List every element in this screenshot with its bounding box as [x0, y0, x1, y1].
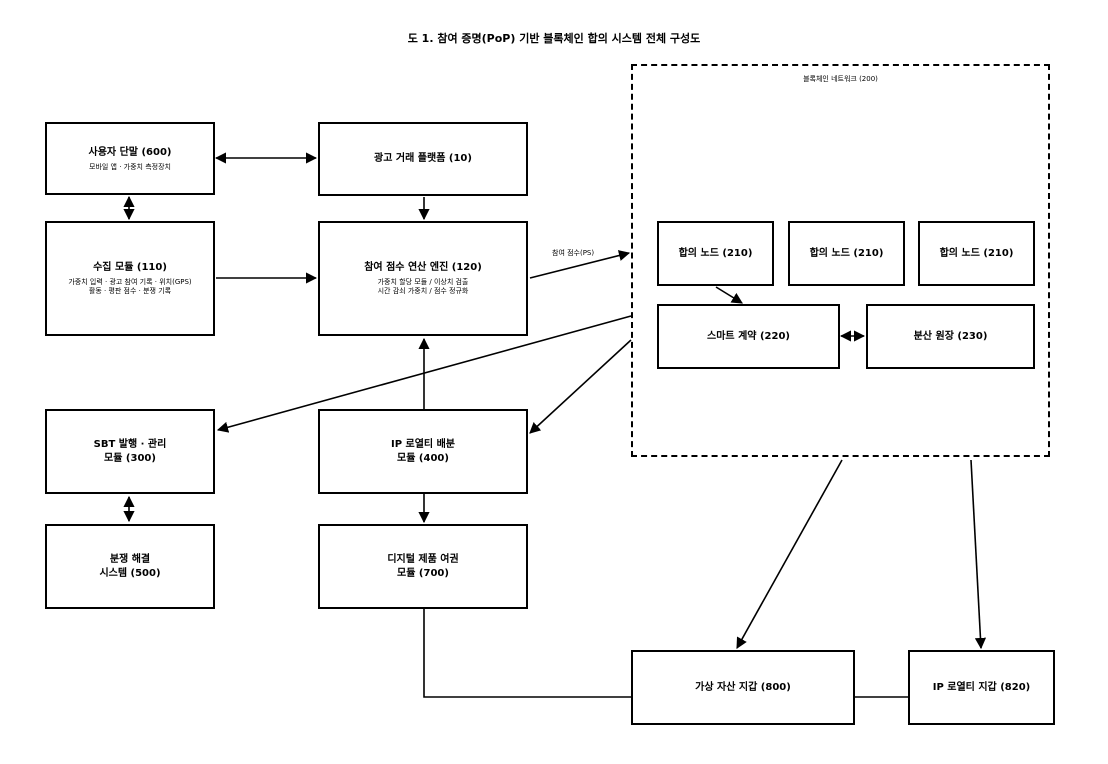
participation-score-label: 참여 점수(PS): [552, 248, 594, 258]
distributed-ledger-title: 분산 원장 (230): [914, 330, 988, 344]
digital-passport-title-2: 모듈 (700): [397, 567, 449, 581]
score-engine-title: 참여 점수 연산 엔진 (120): [364, 261, 482, 275]
distributed-ledger-box: 분산 원장 (230): [866, 304, 1035, 369]
ip-royalty-module-box: IP 로열티 배분 모듈 (400): [318, 409, 528, 494]
consensus-node-2-title: 합의 노드 (210): [810, 247, 884, 261]
dispute-system-title-2: 시스템 (500): [99, 567, 160, 581]
score-engine-sub2: 시간 감쇠 가중치 / 점수 정규화: [378, 287, 469, 296]
sbt-module-title-2: 모듈 (300): [104, 452, 156, 466]
line-digital-wallet: [424, 609, 631, 697]
score-engine-sub1: 가중치 할당 모듈 / 이상치 검출: [378, 278, 469, 287]
ip-royalty-wallet-box: IP 로열티 지갑 (820): [908, 650, 1055, 725]
collection-module-sub1: 가중치 입력 · 광고 참여 기록 · 위치(GPS): [68, 278, 191, 287]
consensus-node-1: 합의 노드 (210): [657, 221, 774, 286]
arrow-network-ipwallet: [971, 460, 981, 648]
consensus-node-3-title: 합의 노드 (210): [940, 247, 1014, 261]
virtual-asset-wallet-box: 가상 자산 지갑 (800): [631, 650, 855, 725]
arrow-network-ip: [530, 340, 631, 433]
collection-module-box: 수집 모듈 (110) 가중치 입력 · 광고 참여 기록 · 위치(GPS) …: [45, 221, 215, 336]
collection-module-sub2: 활동 · 평판 점수 · 분쟁 기록: [89, 287, 171, 296]
smart-contract-title: 스마트 계약 (220): [707, 330, 790, 344]
dispute-system-box: 분쟁 해결 시스템 (500): [45, 524, 215, 609]
ip-royalty-module-title-1: IP 로열티 배분: [391, 438, 455, 452]
user-terminal-box: 사용자 단말 (600) 모바일 앱 · 가중치 측정장치: [45, 122, 215, 195]
collection-module-title: 수집 모듈 (110): [93, 261, 167, 275]
arrow-network-wallet: [737, 460, 842, 648]
smart-contract-box: 스마트 계약 (220): [657, 304, 840, 369]
dispute-system-title-1: 분쟁 해결: [110, 553, 150, 567]
consensus-node-1-title: 합의 노드 (210): [679, 247, 753, 261]
ip-royalty-wallet-title: IP 로열티 지갑 (820): [933, 681, 1031, 695]
ad-platform-title: 광고 거래 플랫폼 (10): [374, 152, 472, 166]
digital-passport-title-1: 디지털 제품 여권: [387, 553, 458, 567]
user-terminal-subtitle: 모바일 앱 · 가중치 측정장치: [89, 163, 171, 172]
consensus-node-3: 합의 노드 (210): [918, 221, 1035, 286]
ad-platform-box: 광고 거래 플랫폼 (10): [318, 122, 528, 196]
arrow-node-contract: [716, 287, 742, 303]
ip-royalty-module-title-2: 모듈 (400): [397, 452, 449, 466]
user-terminal-title: 사용자 단말 (600): [89, 146, 172, 160]
digital-passport-module-box: 디지털 제품 여권 모듈 (700): [318, 524, 528, 609]
consensus-node-2: 합의 노드 (210): [788, 221, 905, 286]
score-engine-box: 참여 점수 연산 엔진 (120) 가중치 할당 모듈 / 이상치 검출 시간 …: [318, 221, 528, 336]
sbt-module-title-1: SBT 발행 · 관리: [94, 438, 167, 452]
sbt-module-box: SBT 발행 · 관리 모듈 (300): [45, 409, 215, 494]
virtual-asset-wallet-title: 가상 자산 지갑 (800): [695, 681, 791, 695]
